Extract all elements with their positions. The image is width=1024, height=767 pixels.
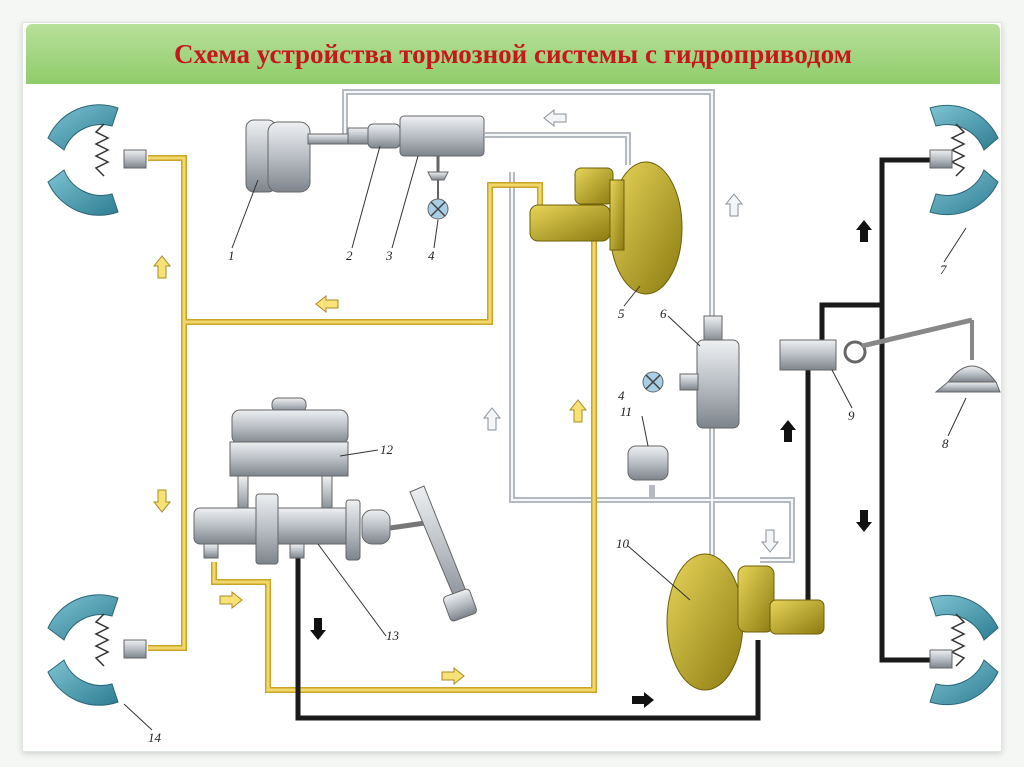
engine-manifold: [245, 119, 349, 193]
brake-shoe-icon: [47, 104, 147, 216]
callout-14: 14: [148, 730, 162, 745]
vacuum-lines: [342, 89, 795, 563]
callout-4-upper: 4: [428, 248, 435, 263]
title-bar: Схема устройства тормозной системы с гид…: [26, 24, 1000, 84]
pressure-switch: [627, 445, 669, 481]
callout-2: 2: [346, 248, 353, 263]
callout-5: 5: [618, 306, 625, 321]
callout-7: 7: [940, 262, 947, 277]
vacuum-regulator: [642, 315, 740, 429]
vacuum-booster-lower: [666, 553, 825, 691]
callout-11: 11: [620, 404, 632, 419]
callout-1: 1: [228, 248, 235, 263]
callout-12: 12: [380, 442, 394, 457]
fluid-lines: [148, 155, 597, 693]
brake-shoe-icon: [929, 104, 999, 216]
page-title: Схема устройства тормозной системы с гид…: [174, 39, 852, 69]
callout-6: 6: [660, 306, 667, 321]
brake-shoe-icon: [47, 594, 147, 706]
callout-3: 3: [385, 248, 393, 263]
brake-pedal-icon: [409, 485, 477, 622]
callout-9: 9: [848, 408, 855, 423]
callout-8: 8: [942, 436, 949, 451]
relay-valve: [779, 317, 974, 371]
brake-shoe-icon: [929, 594, 999, 706]
vacuum-booster-upper: [529, 161, 683, 295]
check-valve: [347, 115, 485, 220]
callout-10: 10: [616, 536, 630, 551]
callout-13: 13: [386, 628, 400, 643]
lamp-icon: [934, 365, 1001, 393]
master-cylinder: [193, 397, 433, 565]
callout-4-lower: 4: [618, 388, 625, 403]
leader-lines: [123, 145, 967, 731]
